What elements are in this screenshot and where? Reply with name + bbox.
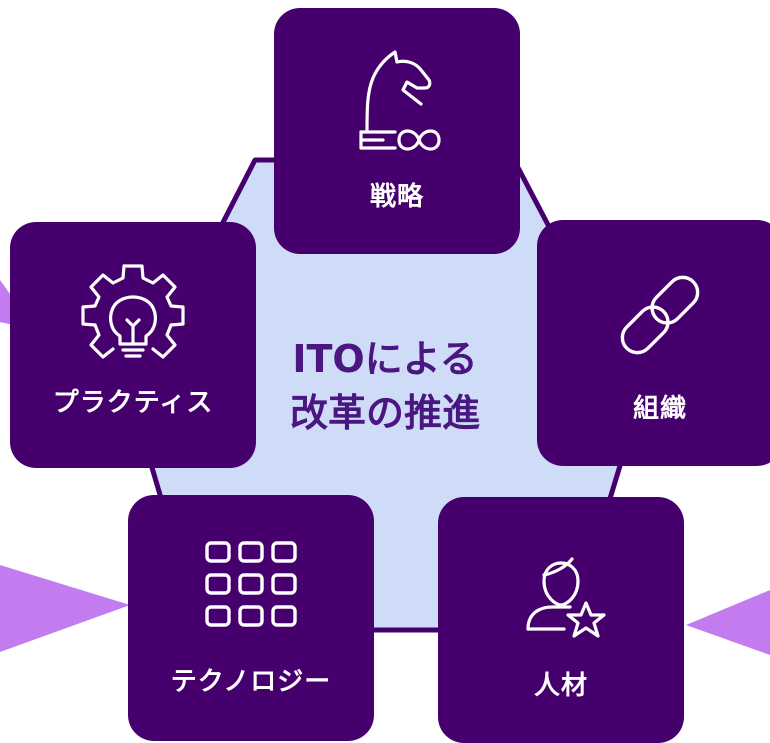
card-strategy: 戦略 xyxy=(274,8,520,254)
pointer-left-lower xyxy=(0,565,130,652)
gear-lightbulb-icon xyxy=(10,258,256,368)
grid-nine-squares-icon xyxy=(128,537,374,633)
card-people-label: 人材 xyxy=(533,671,588,701)
chain-link-icon xyxy=(537,260,770,370)
pointer-right-lower xyxy=(686,590,770,655)
chess-knight-infinity-icon xyxy=(274,46,520,156)
card-practice-label: プラクティス xyxy=(52,388,214,418)
card-organization: 組織 xyxy=(537,220,770,466)
card-technology-label: テクノロジー xyxy=(170,667,332,697)
card-strategy-label: 戦略 xyxy=(369,182,424,212)
card-people: 人材 xyxy=(438,497,684,743)
card-practice: プラクティス xyxy=(10,222,256,468)
card-technology: テクノロジー xyxy=(128,495,374,741)
person-star-icon xyxy=(438,537,684,647)
card-organization-label: 組織 xyxy=(632,394,687,424)
center-title-line2: 改革の推進 xyxy=(289,391,480,435)
center-title: ITOによる 改革の推進 xyxy=(255,332,515,440)
center-title-line1: ITOによる xyxy=(292,337,478,381)
